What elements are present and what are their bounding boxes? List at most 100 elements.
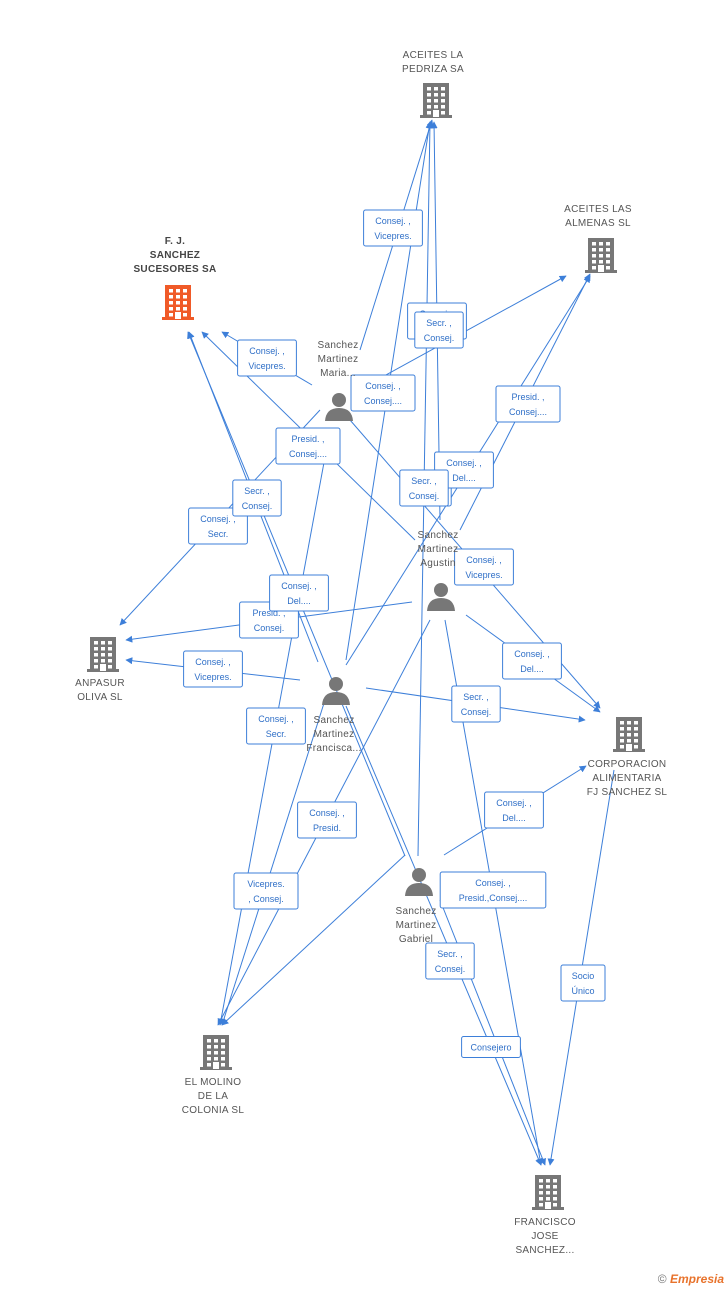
edge-label[interactable]: Socio Único [560, 964, 606, 1002]
edge-label[interactable]: Secr. ,Consej. [414, 311, 464, 349]
edge-label[interactable]: Consej. ,Presid. [297, 801, 357, 839]
edge-label-text: Del.... [520, 664, 544, 674]
edge-label-text: Consej. [461, 707, 492, 717]
building-icon[interactable] [585, 238, 617, 273]
building-icon[interactable] [532, 1175, 564, 1210]
edge-label[interactable]: Vicepres. , Consej. [233, 872, 299, 910]
node-label[interactable]: DE LA [198, 1091, 228, 1102]
node-label[interactable]: Martinez [314, 729, 355, 740]
brand-name: Empresia [669, 1272, 724, 1286]
node-label[interactable]: Sanchez [417, 530, 458, 541]
edge-label-text: Vicepres. [248, 361, 285, 371]
edge-label[interactable]: Consej. , Vicepres. [363, 209, 423, 247]
copyright-symbol: © [657, 1272, 667, 1286]
edge-label[interactable]: Consej. , Del.... [269, 574, 329, 612]
building-icon[interactable] [613, 717, 645, 752]
edge-label[interactable]: Secr. ,Consej. [399, 469, 449, 507]
edge-label[interactable]: Consej. , Secr. [188, 507, 248, 545]
node-label[interactable]: Martinez [418, 544, 459, 555]
edge-label-text: Vicepres. [374, 231, 411, 241]
node-label[interactable]: SANCHEZ... [515, 1245, 574, 1256]
edge-label[interactable]: Consej. , Consej.... [350, 374, 416, 412]
node-label[interactable]: Sanchez [317, 340, 358, 351]
edge-label[interactable]: Consej. , Secr. [246, 707, 306, 745]
edge-label-text: Consej. , [281, 581, 317, 591]
edge-label-text: Secr. [208, 529, 229, 539]
edge-label-text: Presid. , [511, 392, 544, 402]
node-label[interactable]: ALMENAS SL [565, 218, 631, 229]
edge-label[interactable]: Consejero [461, 1036, 521, 1058]
edge-label-text: Consej. , [466, 555, 502, 565]
edge-label-text: Consej. , [200, 514, 236, 524]
edge-label[interactable]: Consej. ,Del.... [502, 642, 562, 680]
building-icon[interactable] [420, 83, 452, 118]
edge-label[interactable]: Presid. ,Consej.... [275, 427, 341, 465]
edge-label-text: Consej.... [289, 449, 327, 459]
node-label[interactable]: Martinez [318, 354, 359, 365]
edge-label-text: Consej. , [258, 714, 294, 724]
edge-label-text: Consej.... [364, 396, 402, 406]
node-label[interactable]: ANPASUR [75, 678, 125, 689]
node-label[interactable]: Agustin [420, 558, 455, 569]
edge-label-text: Del.... [287, 596, 311, 606]
edge-label-text: Consej. [254, 623, 285, 633]
building-icon[interactable] [162, 285, 194, 320]
edge-label[interactable]: Secr. ,Consej. [232, 479, 282, 517]
building-icon[interactable] [87, 637, 119, 672]
node-label[interactable]: Martinez [396, 920, 437, 931]
edge-label[interactable]: Consej. , Presid.,Consej.... [439, 871, 547, 909]
node-label[interactable]: F. J. [165, 236, 185, 247]
node-label[interactable]: COLONIA SL [182, 1105, 245, 1116]
edge-label-text: Vicepres. [247, 879, 284, 889]
edge-label-text: Consej.... [509, 407, 547, 417]
edge-label-text: Vicepres. [194, 672, 231, 682]
edge-label[interactable]: Consej. , Del.... [484, 791, 544, 829]
person-icon[interactable] [427, 583, 455, 611]
person-icon[interactable] [325, 393, 353, 421]
edge-label-text: Secr. [266, 729, 287, 739]
node-label[interactable]: ALIMENTARIA [592, 773, 661, 784]
person-icon[interactable] [405, 868, 433, 896]
node-label[interactable]: EL MOLINO [185, 1077, 242, 1088]
edge-label-text: Vicepres. [465, 570, 502, 580]
node-label[interactable]: FJ SANCHEZ SL [587, 787, 668, 798]
node-label[interactable]: Maria... [320, 368, 356, 379]
edge-label[interactable]: Secr. ,Consej. [425, 942, 475, 980]
edge-label-text: , Consej. [248, 894, 284, 904]
node-label[interactable]: ACEITES LA [403, 50, 464, 61]
edge-label-text: Consej. , [496, 798, 532, 808]
edge-label[interactable]: Consej. ,Del.... [434, 451, 494, 489]
building-icon[interactable] [200, 1035, 232, 1070]
node-label[interactable]: JOSE [531, 1231, 558, 1242]
edge-label[interactable]: Presid. , Consej.... [495, 385, 561, 423]
node-label[interactable]: Francisca... [306, 743, 361, 754]
edge-label[interactable]: Consej. ,Vicepres. [183, 650, 243, 688]
edge-franciscop-to-francisco_co [345, 705, 542, 1166]
edge-label-text: Presid.,Consej.... [459, 893, 528, 903]
node-label[interactable]: FRANCISCO [514, 1217, 576, 1228]
node-label[interactable]: Gabriel [399, 934, 433, 945]
edge-gabriel-to-molino [221, 854, 406, 1026]
edge-label-text: Secr. , [244, 486, 270, 496]
edge-gabriel-to-francisco_co [439, 899, 546, 1166]
node-label[interactable]: Sanchez [395, 906, 436, 917]
edge-label[interactable]: Consej. , Vicepres. [454, 548, 514, 586]
edge-label[interactable]: Consej. ,Vicepres. [237, 339, 297, 377]
edge-label-text: Consej. , [365, 381, 401, 391]
edge-label-text: Del.... [502, 813, 526, 823]
node-label[interactable]: PEDRIZA SA [402, 64, 464, 75]
edge-franciscop-to-molino [220, 699, 326, 1026]
edge-label-text: Consej. , [375, 216, 411, 226]
node-label[interactable]: SUCESORES SA [133, 264, 216, 275]
person-icon[interactable] [322, 677, 350, 705]
node-label[interactable]: ACEITES LAS [564, 204, 632, 215]
edge-label-text: Consej. , [475, 878, 511, 888]
node-label[interactable]: OLIVA SL [77, 692, 123, 703]
edge-label-text: Secr. , [463, 692, 489, 702]
edge-label[interactable]: Secr. , Consej. [451, 685, 501, 723]
node-label[interactable]: CORPORACION [588, 759, 667, 770]
node-label[interactable]: SANCHEZ [150, 250, 200, 261]
edge-label-text: Presid. [313, 823, 341, 833]
node-label[interactable]: Sanchez [313, 715, 354, 726]
